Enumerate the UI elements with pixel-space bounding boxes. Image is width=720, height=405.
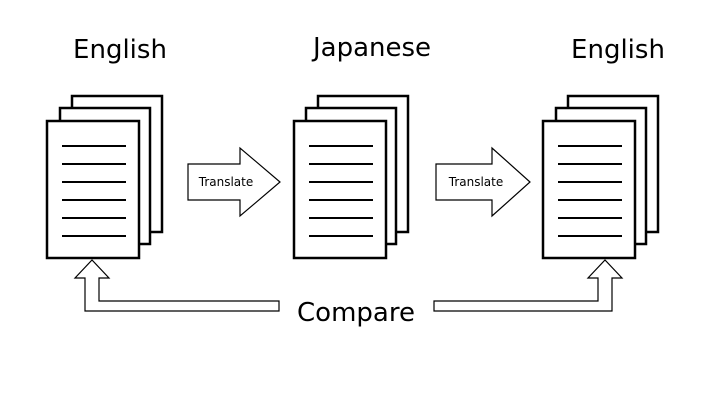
compare-arrow-left [73, 259, 280, 312]
translate-arrow-2-label: Translate [448, 175, 504, 189]
result-english-documents-icon [541, 94, 660, 260]
source-english-documents-icon [45, 94, 164, 260]
japanese-label: Japanese [311, 33, 431, 63]
japanese-documents-icon [292, 94, 410, 260]
translate-arrow-1-label: Translate [198, 175, 254, 189]
compare-arrow-right [433, 259, 624, 312]
translate-arrow-1: Translate [187, 146, 281, 218]
translate-arrow-2: Translate [435, 146, 531, 218]
result-english-label: English [571, 35, 665, 65]
compare-label: Compare [297, 298, 415, 328]
source-english-label: English [73, 35, 167, 65]
